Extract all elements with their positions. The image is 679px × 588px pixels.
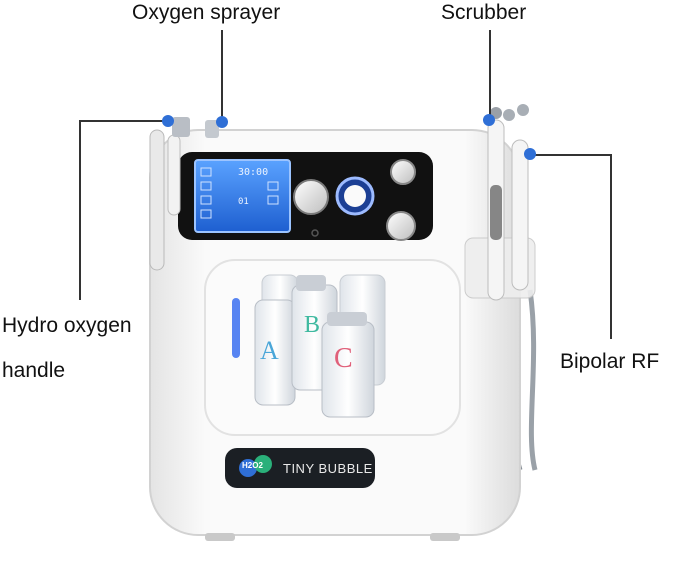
bottom-right-knob: [386, 211, 416, 241]
hydro-dot: [162, 115, 174, 127]
label-hydro-oxygen-line2: handle: [2, 359, 66, 382]
bottle-b-letter: B: [304, 312, 321, 338]
bipolar-rf-handle: [511, 139, 529, 291]
bipolar-leader-h: [530, 154, 612, 156]
center-knob: [344, 185, 366, 207]
left-knob: [293, 179, 329, 215]
hydro-leader-v: [79, 120, 81, 300]
screen-value-readout: 01: [238, 197, 249, 207]
oxygen-sprayer-dot: [216, 116, 228, 128]
label-hydro-oxygen-line1: Hydro oxygen: [2, 314, 132, 337]
oxygen-sprayer-tip: [205, 120, 219, 138]
left-handle-1: [149, 129, 165, 271]
rf-ball-1: [503, 109, 515, 121]
logo-text: H2O2: [242, 461, 263, 470]
lcd-screen: [194, 159, 291, 233]
logo-circle-1: [239, 459, 257, 477]
label-bipolar-rf: Bipolar RF: [560, 350, 660, 373]
scrubber-leader-v: [489, 30, 491, 115]
bottle-c-letter: C: [334, 343, 353, 374]
hydro-leader-h: [79, 120, 171, 122]
brand-name: TINY BUBBLE: [283, 461, 373, 476]
top-right-knob: [390, 159, 416, 185]
hydro-handle-tip: [172, 117, 190, 137]
rf-ball-2: [517, 104, 529, 116]
left-handle-2: [167, 134, 181, 216]
bipolar-leader-v: [610, 154, 612, 339]
oxygen-sprayer-leader-v: [221, 30, 223, 118]
label-oxygen-sprayer: Oxygen sprayer: [132, 1, 281, 24]
scrubber-dot: [483, 114, 495, 126]
screen-time-readout: 30:00: [238, 167, 269, 178]
label-scrubber: Scrubber: [441, 1, 527, 24]
bottle-a-letter: A: [260, 336, 279, 365]
logo-circle-2: [254, 455, 272, 473]
power-icon: [311, 229, 319, 237]
right-hose-2: [527, 289, 538, 471]
bipolar-dot: [524, 148, 536, 160]
